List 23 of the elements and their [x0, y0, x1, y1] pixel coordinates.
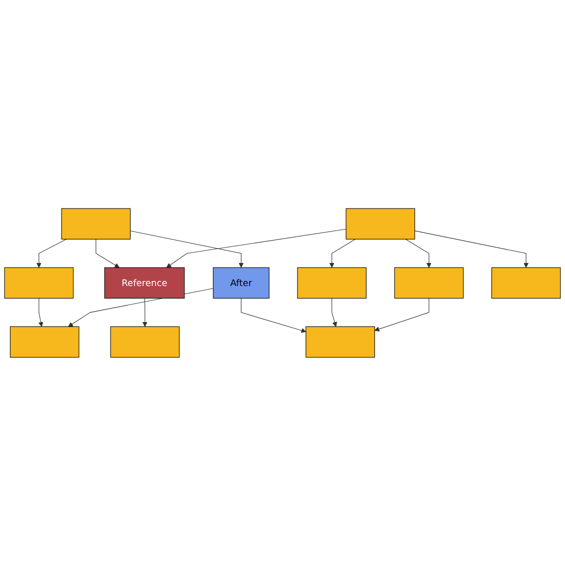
node-box — [10, 326, 80, 358]
arrow — [240, 298, 306, 332]
arrow — [374, 298, 430, 332]
node-box — [394, 266, 464, 298]
arrow — [405, 238, 432, 268]
node-box: Reference — [104, 266, 185, 298]
arrow — [142, 298, 148, 326]
node-box — [306, 326, 375, 358]
arrow — [130, 230, 244, 268]
arrow — [329, 238, 356, 268]
arrow — [332, 298, 338, 326]
arrow — [38, 298, 44, 326]
node-box — [4, 266, 74, 298]
node-box — [110, 326, 180, 358]
arrow — [96, 238, 120, 268]
arrow — [414, 230, 529, 268]
node-box — [346, 208, 416, 240]
arrow — [166, 228, 346, 268]
node-box — [297, 266, 366, 298]
node-box: After — [212, 266, 270, 298]
arrow — [36, 238, 67, 268]
node-box — [61, 208, 131, 240]
node-box — [491, 266, 561, 298]
